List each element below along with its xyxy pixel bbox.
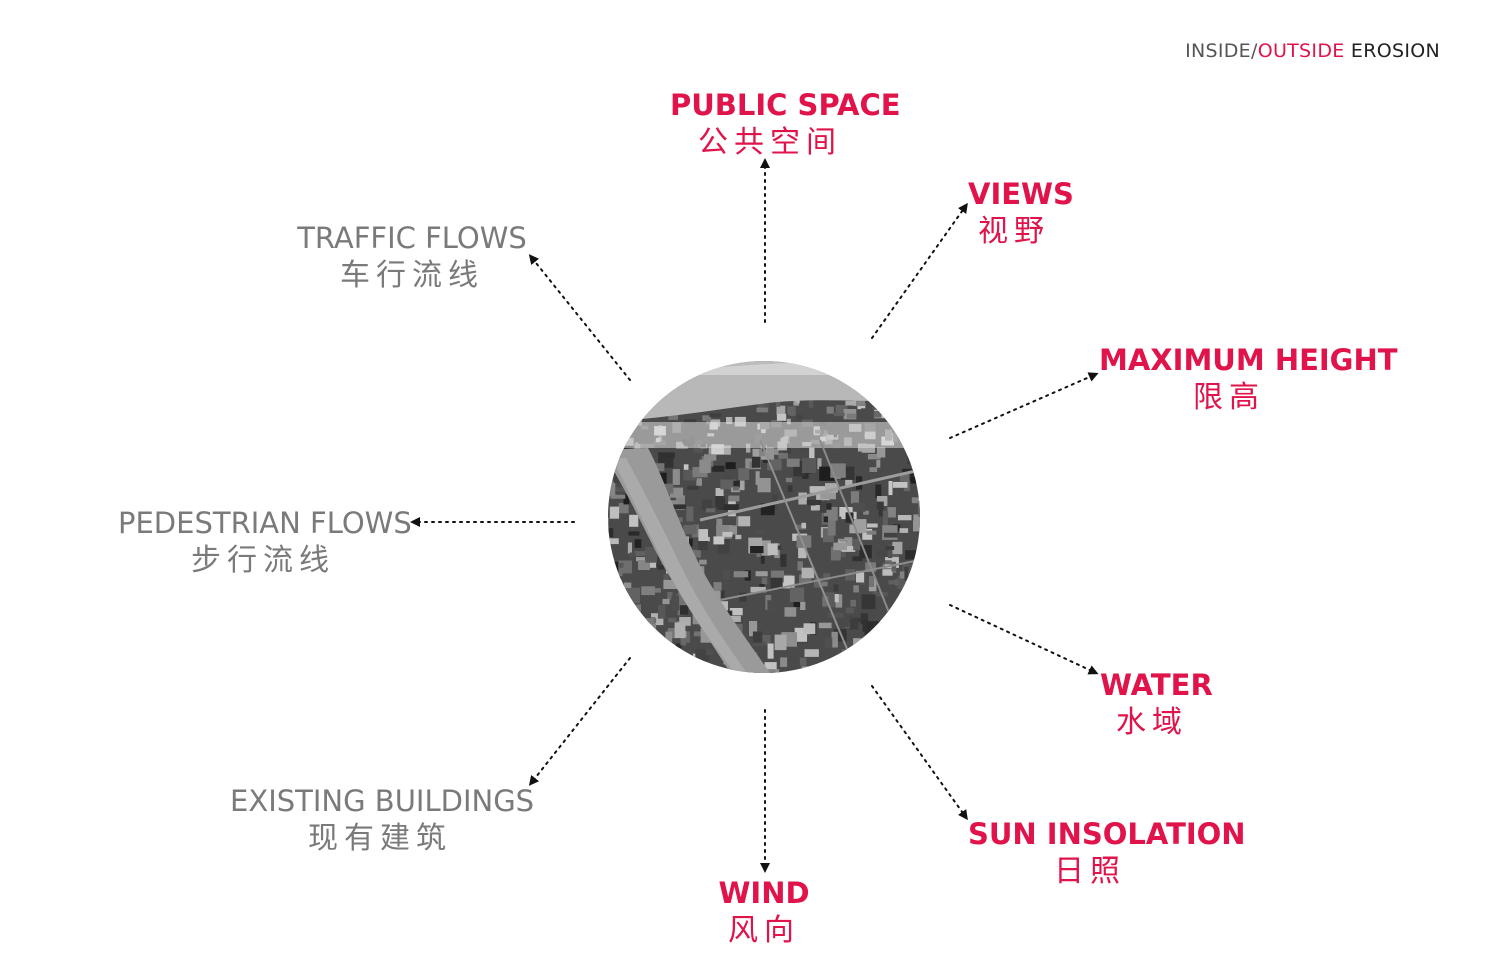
arrow-traffic-flows [528, 254, 631, 381]
label-maximum-height: MAXIMUM HEIGHT 限高 [1099, 343, 1398, 416]
label-traffic-flows: TRAFFIC FLOWS 车行流线 [294, 221, 530, 294]
title-outside: OUTSIDE [1257, 40, 1345, 62]
label-pedestrian-flows: PEDESTRIAN FLOWS 步行流线 [118, 506, 412, 579]
label-existing-buildings-cn: 现有建筑 [308, 820, 452, 856]
label-sun-insolation: SUN INSOLATION 日照 [968, 817, 1246, 890]
label-wind: WIND 风向 [718, 876, 810, 949]
label-public-space-cn: 公共空间 [698, 124, 842, 160]
page-title: INSIDE/OUTSIDE EROSION [1185, 40, 1440, 62]
arrow-views [871, 202, 968, 339]
label-maximum-height-cn: 限高 [1193, 379, 1265, 415]
label-public-space: PUBLIC SPACE 公共空间 [670, 88, 901, 161]
aerial-map-image [608, 361, 920, 673]
label-water: WATER 水域 [1100, 668, 1213, 741]
label-sun-insolation-en: SUN INSOLATION [968, 817, 1246, 851]
arrow-maximum-height [949, 372, 1099, 439]
title-inside: INSIDE [1185, 40, 1251, 62]
label-water-cn: 水域 [1116, 704, 1188, 740]
label-views: VIEWS 视野 [968, 177, 1074, 250]
arrow-sun-insolation [871, 685, 968, 821]
label-wind-cn: 风向 [728, 912, 800, 948]
label-water-en: WATER [1100, 668, 1213, 702]
label-traffic-flows-cn: 车行流线 [340, 257, 484, 293]
label-existing-buildings: EXISTING BUILDINGS 现有建筑 [230, 784, 535, 857]
label-existing-buildings-en: EXISTING BUILDINGS [230, 784, 535, 818]
title-slash: / [1250, 40, 1258, 62]
label-traffic-flows-en: TRAFFIC FLOWS [297, 221, 527, 255]
arrow-existing-buildings [528, 657, 631, 786]
label-wind-en: WIND [718, 876, 810, 910]
arrows-group [410, 158, 1099, 873]
arrow-water [949, 604, 1099, 675]
label-views-cn: 视野 [978, 213, 1050, 249]
label-maximum-height-en: MAXIMUM HEIGHT [1099, 343, 1398, 377]
label-views-en: VIEWS [968, 177, 1074, 211]
label-pedestrian-flows-cn: 步行流线 [191, 542, 335, 578]
label-pedestrian-flows-en: PEDESTRIAN FLOWS [118, 506, 412, 540]
label-sun-insolation-cn: 日照 [1054, 853, 1126, 889]
title-erosion: EROSION [1350, 40, 1440, 62]
label-public-space-en: PUBLIC SPACE [670, 88, 901, 122]
